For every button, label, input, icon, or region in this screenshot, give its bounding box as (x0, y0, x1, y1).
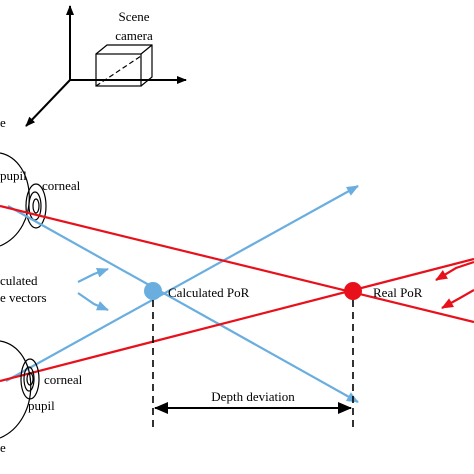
top-eye-edge-label: e (0, 115, 6, 130)
gaze-vectors-label-2: e vectors (0, 290, 47, 305)
bottom-corneal-label: corneal (44, 372, 83, 387)
red-gaze-ray-top-eye (0, 204, 474, 324)
real-por-label: Real PoR (373, 285, 423, 300)
depth-deviation-label: Depth deviation (211, 389, 295, 404)
red-gaze-ray-bottom-eye (0, 257, 474, 383)
scene-camera-label: Scene (118, 9, 149, 24)
real-por-point (344, 282, 362, 300)
top-pupil-label: pupil (0, 168, 27, 183)
top-eye (0, 152, 47, 247)
gaze-vector-pointer-up (77, 267, 109, 283)
blue-gaze-ray-top-eye (7, 205, 359, 403)
real-por-pointer-down (441, 289, 474, 309)
scene-axis-diagonal (25, 79, 71, 127)
calculated-por-label: Calculated PoR (168, 285, 250, 300)
calculated-por-point (144, 282, 162, 300)
blue-gaze-ray-bottom-eye (5, 185, 359, 382)
real-por-pointer-up (435, 260, 474, 281)
top-corneal-label: corneal (42, 178, 81, 193)
depth-deviation-label-bg (200, 388, 308, 406)
bottom-pupil-label: pupil (28, 398, 55, 413)
scene-camera-label-2: camera (115, 28, 153, 43)
gaze-vectors-label: culated (0, 273, 38, 288)
scene-axes (25, 5, 187, 127)
bottom-eye-edge-label: e (0, 440, 6, 455)
bottom-eye (0, 340, 40, 439)
scene-camera-box (95, 44, 153, 87)
gaze-vector-pointer-down (77, 292, 109, 312)
